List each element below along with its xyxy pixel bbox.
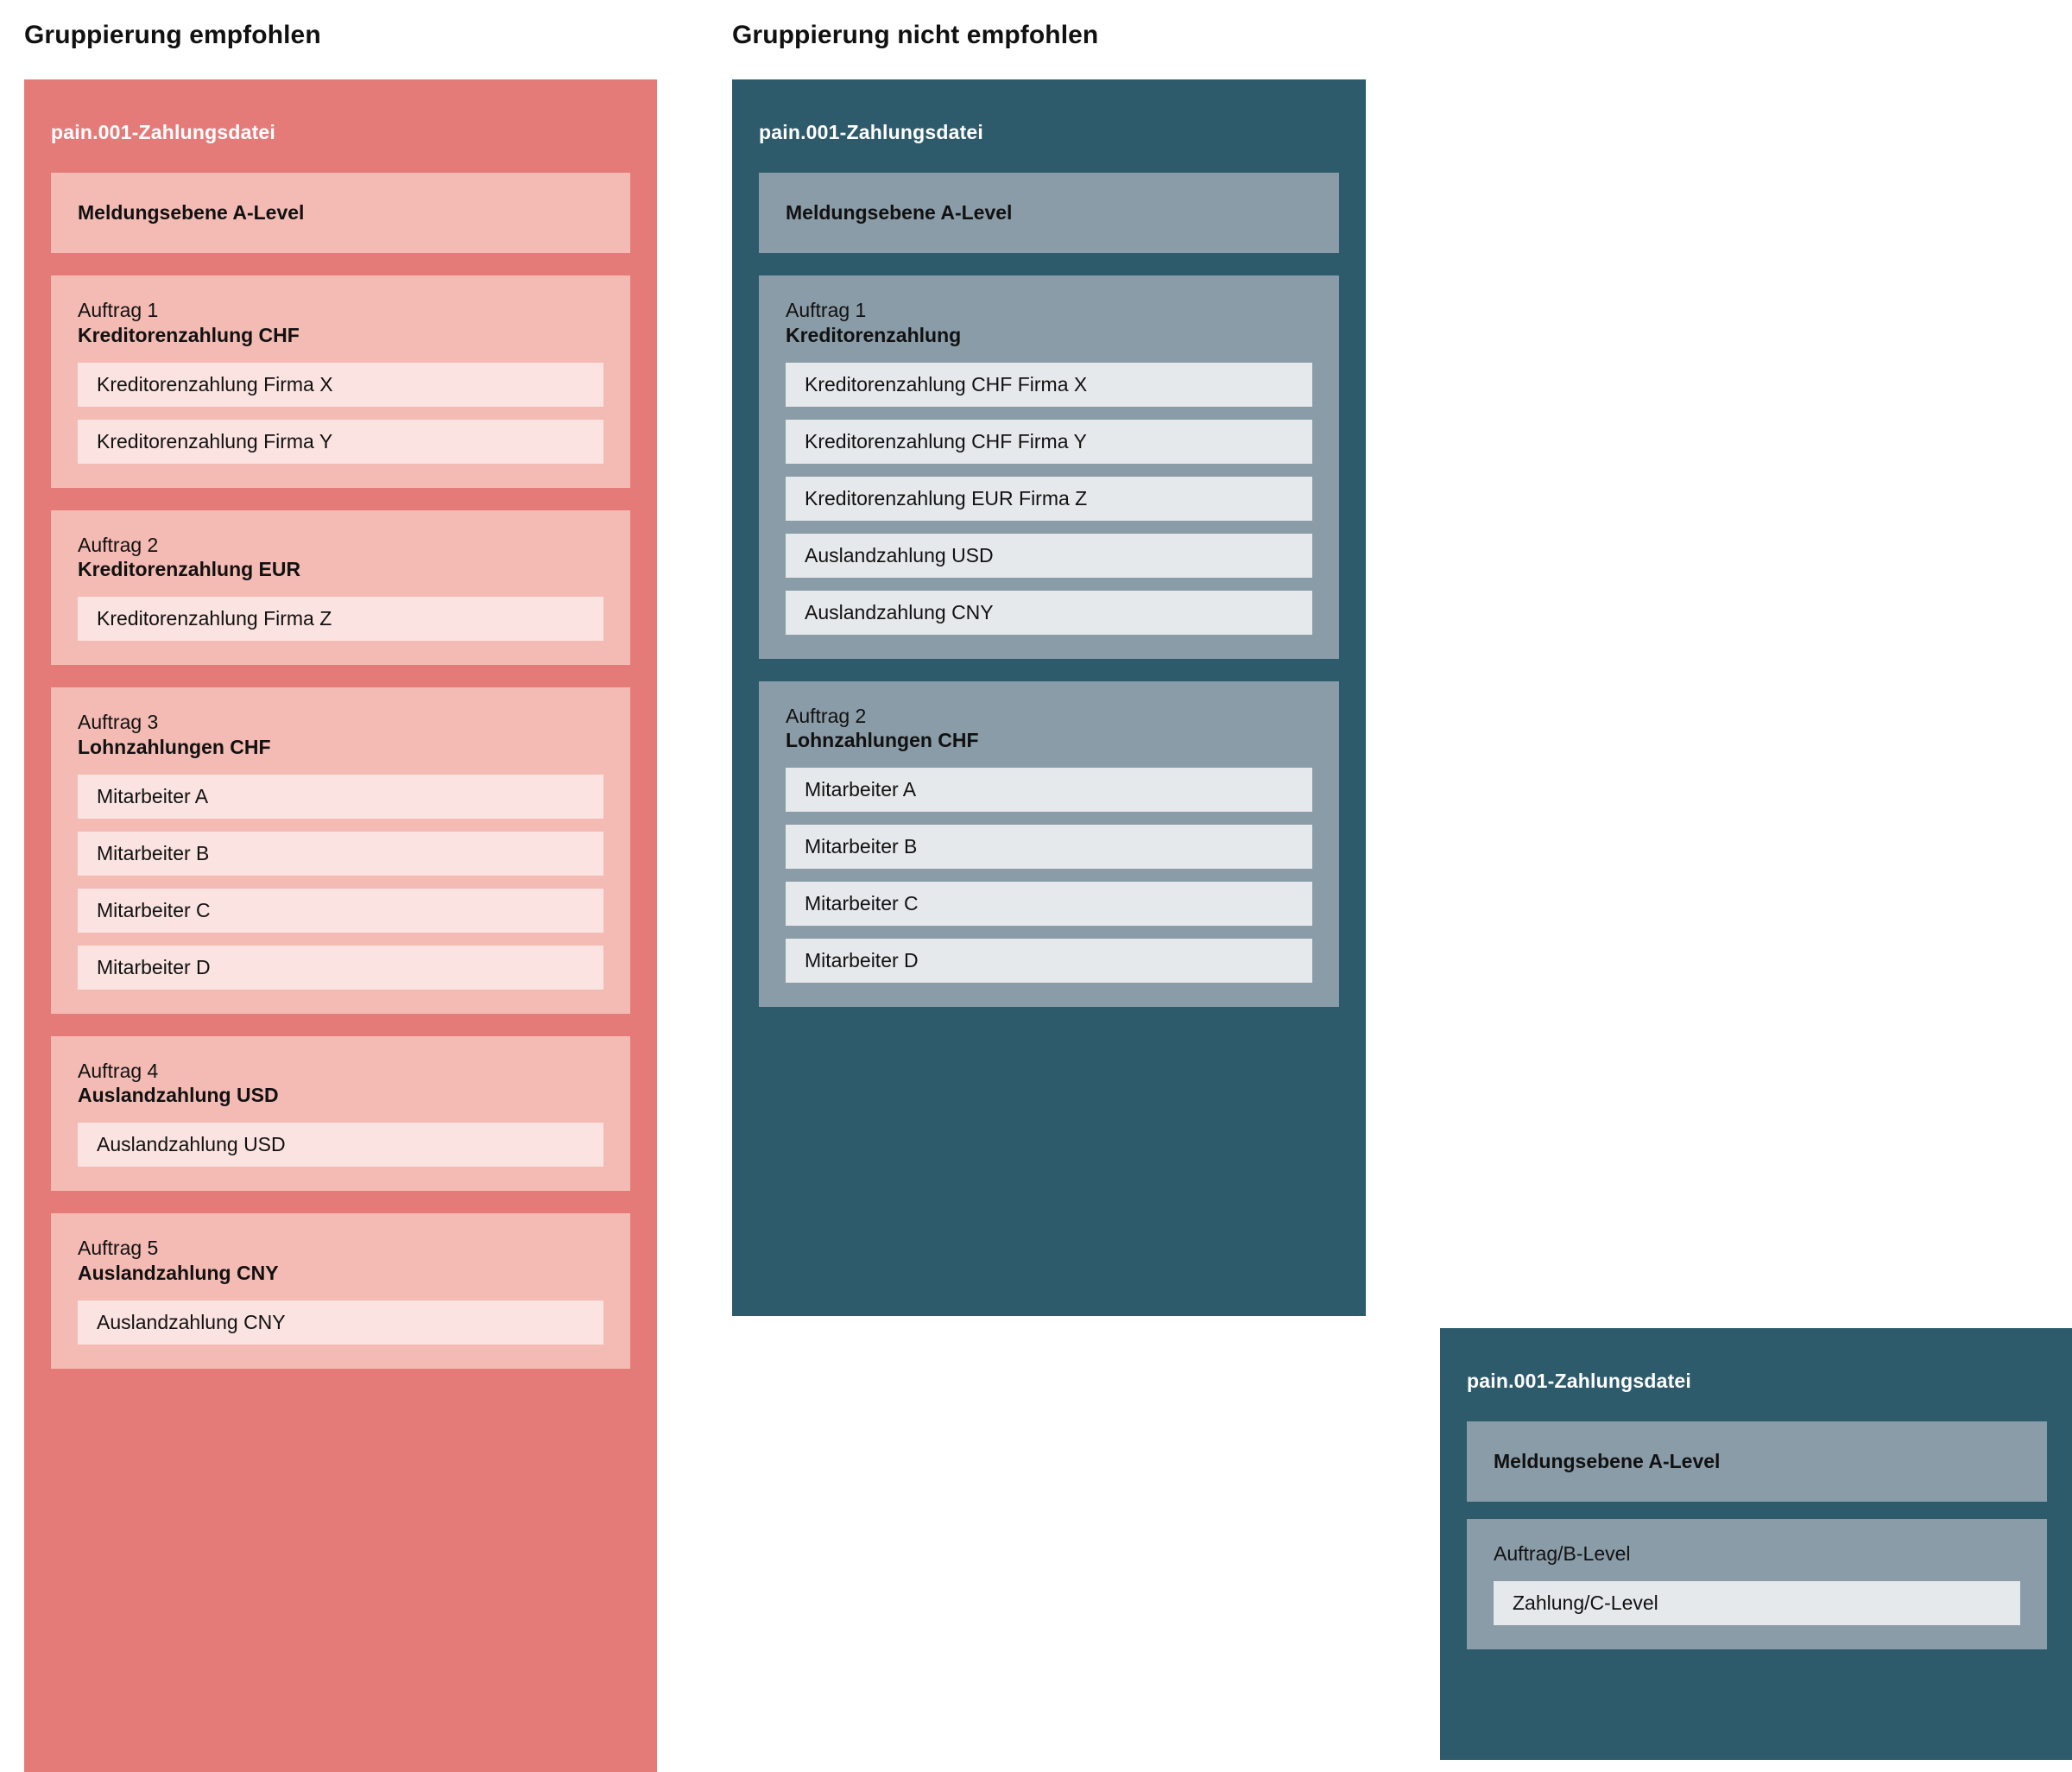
order-index: Auftrag 2: [78, 533, 159, 556]
order-index: Auftrag 4: [78, 1059, 159, 1082]
order-title: Kreditorenzahlung: [786, 323, 962, 346]
payment-row[interactable]: Kreditorenzahlung Firma Y: [78, 419, 603, 464]
file-title: pain.001-Zahlungsdatei: [51, 121, 276, 143]
a-level-banner: Meldungsebene A-Level: [759, 173, 1339, 253]
payment-row[interactable]: Kreditorenzahlung Firma Z: [78, 597, 603, 641]
payment-row[interactable]: Mitarbeiter A: [786, 768, 1312, 812]
payment-row[interactable]: Kreditorenzahlung EUR Firma Z: [786, 476, 1312, 521]
legend-panel: pain.001-Zahlungsdatei Meldungsebene A-L…: [1440, 1328, 2072, 1760]
order-block[interactable]: Auftrag 1 Kreditorenzahlung Kreditorenza…: [759, 275, 1339, 659]
payment-row[interactable]: Mitarbeiter B: [78, 831, 603, 876]
order-title: Kreditorenzahlung EUR: [78, 558, 301, 581]
order-title: Auslandzahlung USD: [78, 1084, 279, 1107]
heading-grouping-not-recommended: Gruppierung nicht empfohlen: [732, 21, 1099, 49]
payment-row[interactable]: Mitarbeiter D: [786, 939, 1312, 983]
order-index: Auftrag 3: [78, 711, 159, 733]
payment-row[interactable]: Auslandzahlung USD: [78, 1123, 603, 1167]
order-index: Auftrag 5: [78, 1237, 159, 1259]
heading-grouping-recommended: Gruppierung empfohlen: [24, 21, 321, 49]
order-block[interactable]: Auftrag 3 Lohnzahlungen CHF Mitarbeiter …: [51, 687, 630, 1014]
legend-payment-label: Zahlung/C-Level: [1494, 1580, 2020, 1625]
payment-row[interactable]: Mitarbeiter C: [78, 888, 603, 933]
payment-row[interactable]: Auslandzahlung CNY: [786, 590, 1312, 635]
payment-row[interactable]: Mitarbeiter B: [786, 825, 1312, 869]
a-level-banner: Meldungsebene A-Level: [51, 173, 630, 253]
order-title: Lohnzahlungen CHF: [78, 735, 271, 758]
payment-row[interactable]: Mitarbeiter D: [78, 945, 603, 990]
legend-a-level-banner: Meldungsebene A-Level: [1467, 1421, 2047, 1502]
order-index: Auftrag 1: [786, 299, 867, 321]
payment-row[interactable]: Mitarbeiter C: [786, 882, 1312, 926]
payment-row[interactable]: Kreditorenzahlung CHF Firma Y: [786, 419, 1312, 464]
file-title: pain.001-Zahlungsdatei: [759, 121, 984, 143]
order-block[interactable]: Auftrag 5 Auslandzahlung CNY Auslandzahl…: [51, 1213, 630, 1369]
payment-row[interactable]: Auslandzahlung USD: [786, 533, 1312, 578]
order-block[interactable]: Auftrag 2 Kreditorenzahlung EUR Kreditor…: [51, 509, 630, 665]
payment-file-panel-recommended: pain.001-Zahlungsdatei Meldungsebene A-L…: [24, 79, 657, 1772]
order-title: Kreditorenzahlung CHF: [78, 323, 300, 346]
payment-row[interactable]: Auslandzahlung CNY: [78, 1300, 603, 1345]
order-block[interactable]: Auftrag 4 Auslandzahlung USD Auslandzahl…: [51, 1035, 630, 1191]
payment-row[interactable]: Kreditorenzahlung CHF Firma X: [786, 362, 1312, 407]
order-block[interactable]: Auftrag 2 Lohnzahlungen CHF Mitarbeiter …: [759, 680, 1339, 1007]
order-title: Lohnzahlungen CHF: [786, 729, 979, 752]
order-title: Auslandzahlung CNY: [78, 1261, 279, 1284]
legend-file-title: pain.001-Zahlungsdatei: [1467, 1370, 1692, 1392]
legend-order-block: Auftrag/B-Level Zahlung/C-Level: [1467, 1519, 2047, 1649]
order-index: Auftrag 2: [786, 704, 867, 727]
legend-order-label: Auftrag/B-Level: [1494, 1542, 1631, 1565]
order-index: Auftrag 1: [78, 299, 159, 321]
payment-row[interactable]: Mitarbeiter A: [78, 774, 603, 819]
payment-file-panel-not-recommended: pain.001-Zahlungsdatei Meldungsebene A-L…: [732, 79, 1366, 1316]
payment-row[interactable]: Kreditorenzahlung Firma X: [78, 362, 603, 407]
order-block[interactable]: Auftrag 1 Kreditorenzahlung CHF Kreditor…: [51, 275, 630, 488]
